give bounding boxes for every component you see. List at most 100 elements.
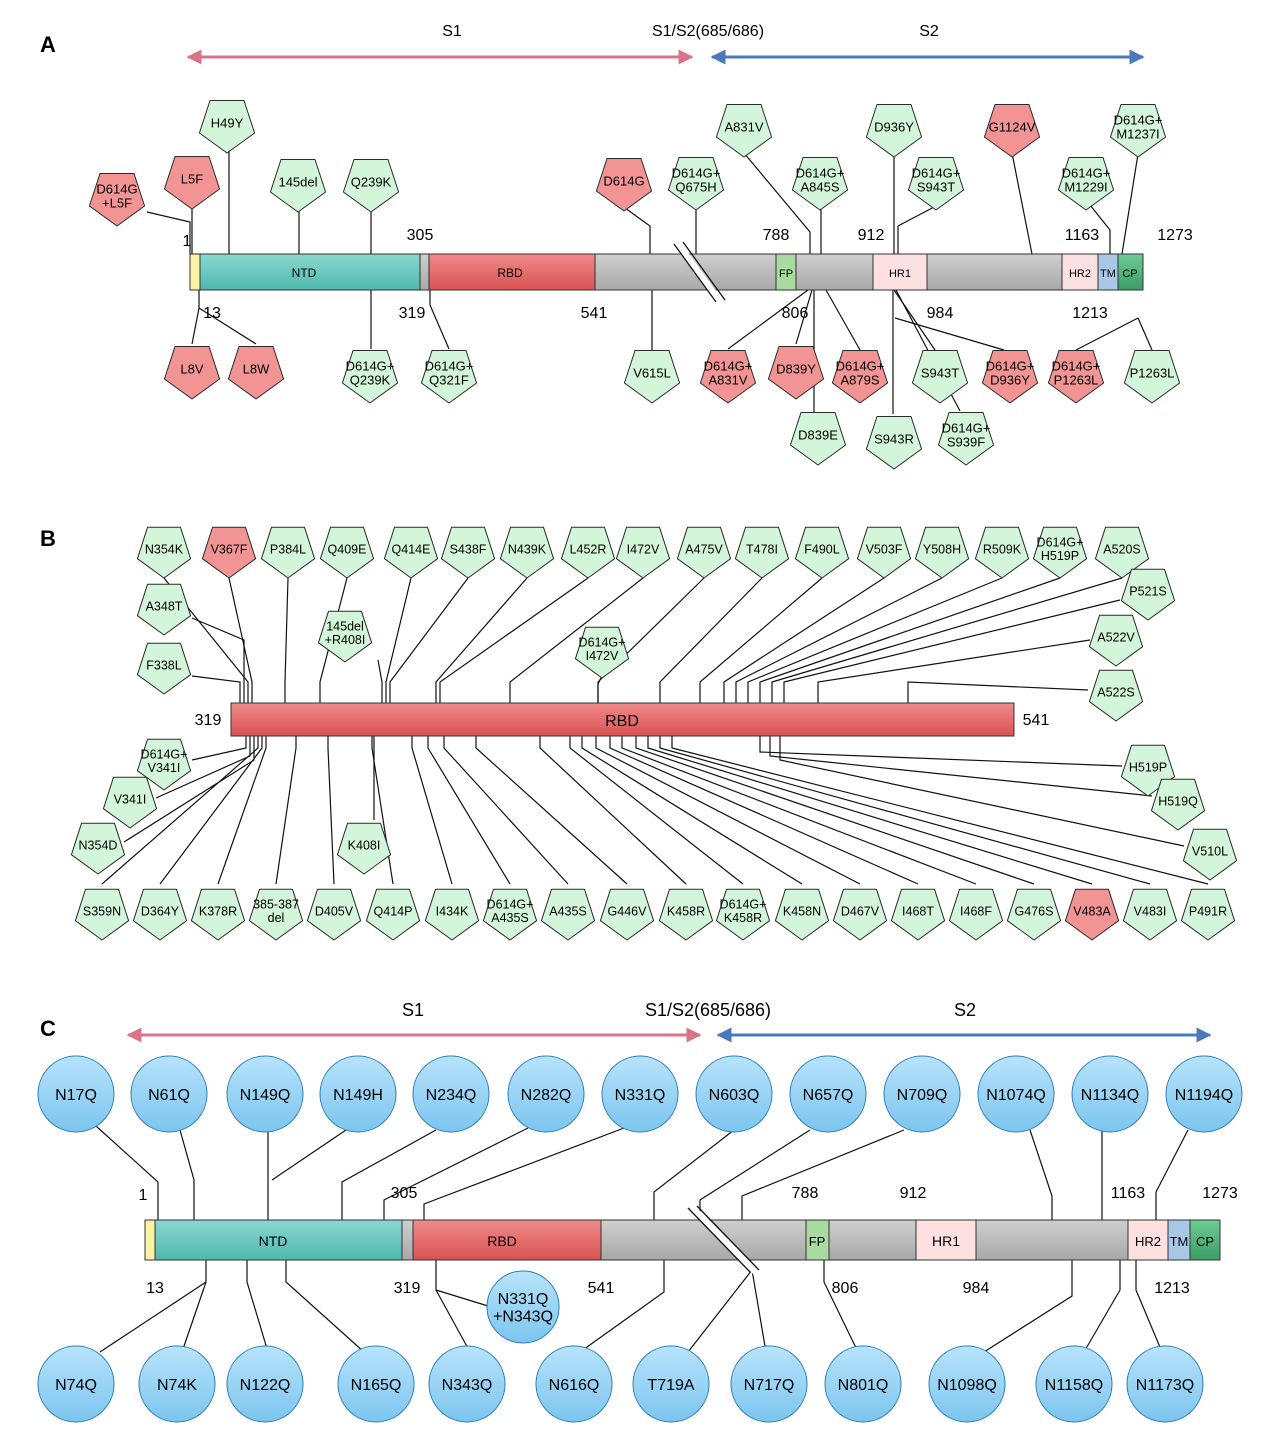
- mutant-label: G446V: [608, 904, 648, 918]
- mutant-label: G476S: [1015, 904, 1054, 918]
- connector-line: [327, 736, 335, 885]
- glycosite-circle: [535, 1345, 613, 1423]
- pos-319: 319: [399, 305, 426, 322]
- pos-319: 319: [394, 1280, 421, 1297]
- pentagon-marker: [667, 157, 725, 211]
- pentagon-marker: [832, 888, 888, 941]
- glycosite-n331q-n343q: N331Q+N343Q: [486, 1270, 560, 1344]
- mutant-label: I472V: [627, 542, 660, 556]
- glycosite-n1173q: N1173Q: [1126, 1345, 1204, 1423]
- glycosite-label: N331Q: [615, 1087, 666, 1104]
- pos-13: 13: [146, 1280, 164, 1297]
- glycosite-n603q: N603Q: [695, 1055, 773, 1133]
- connector-line: [659, 577, 763, 703]
- mutant-label: S438F: [450, 542, 487, 556]
- connector-line: [1121, 153, 1139, 255]
- connector-line: [1083, 1260, 1121, 1353]
- mutant-i472v: I472V: [615, 526, 671, 579]
- mutant-k458n: K458N: [774, 888, 830, 941]
- mutant-r509k: R509K: [974, 526, 1030, 579]
- glycosite-n74q: N74Q: [37, 1345, 115, 1423]
- glycosite-label: N165Q: [351, 1377, 402, 1394]
- pos-1: 1: [183, 233, 192, 250]
- glycosite-circle: [789, 1055, 867, 1133]
- break-mark: [687, 1203, 760, 1275]
- mutant-k408i: K408I: [336, 822, 392, 875]
- glycosite-circle: [428, 1345, 506, 1423]
- mutant-a520s: A520S: [1094, 526, 1150, 579]
- pentagon-marker: [767, 346, 825, 400]
- glycosite-circle: [632, 1345, 710, 1423]
- glycosite-label: N74Q: [55, 1377, 97, 1394]
- glycosite-circle: [1126, 1345, 1204, 1423]
- mutant-label: T478I: [746, 542, 778, 556]
- connector-line: [823, 1260, 859, 1353]
- cp-domain: [1189, 1219, 1221, 1261]
- mutant-d364y: D364Y: [132, 888, 188, 941]
- mutant-label: R509K: [983, 542, 1022, 556]
- pentagon-marker: [365, 888, 421, 941]
- pos-1213: 1213: [1154, 1280, 1190, 1297]
- pentagon-marker: [424, 888, 480, 941]
- connector-line: [285, 1260, 365, 1353]
- pos-13: 13: [203, 305, 221, 322]
- pentagon-marker: [1094, 526, 1150, 579]
- mutant-h519q: H519Q: [1150, 778, 1206, 831]
- glycosite-label: N282Q: [521, 1087, 572, 1104]
- connector-line: [907, 681, 1089, 703]
- connector-line: [727, 289, 809, 350]
- connector-line: [1089, 204, 1111, 254]
- mutant-a348t: A348T: [136, 583, 192, 636]
- glycosite-label: N1173Q: [1136, 1377, 1194, 1394]
- pos-806: 806: [782, 305, 809, 322]
- pos-1163: 1163: [1065, 227, 1100, 244]
- pentagon-marker: [948, 888, 1004, 941]
- pentagon-marker: [983, 104, 1041, 158]
- panel-b-label: B: [40, 526, 56, 551]
- pentagon-marker: [136, 526, 192, 579]
- pentagon-marker: [190, 888, 246, 941]
- pos-788: 788: [763, 227, 790, 244]
- connector-line: [699, 577, 823, 703]
- connector-line: [1137, 317, 1153, 351]
- pentagon-marker: [1122, 888, 1178, 941]
- glycosite-label: N657Q: [803, 1087, 854, 1104]
- mutant-a522v: A522V: [1088, 614, 1144, 667]
- mutant-label: 145del: [278, 175, 317, 190]
- mutant-i468f: I468F: [948, 888, 1004, 941]
- mutant-d467v: D467V: [832, 888, 888, 941]
- glycosite-n1098q: N1098Q: [928, 1345, 1006, 1423]
- mutant-d936y: D936Y: [865, 104, 923, 158]
- pos-912: 912: [900, 1185, 927, 1202]
- mutant-label: D614G+L5F: [96, 182, 137, 211]
- mutant-label: D614G+Q239K: [346, 359, 395, 388]
- connector-line: [435, 1289, 471, 1353]
- mutant-k378r: K378R: [190, 888, 246, 941]
- mutant-label: D614G+V341I: [141, 748, 188, 776]
- mutant-d614g-s939f: D614G+S939F: [937, 412, 995, 466]
- mutant-label: D467V: [841, 904, 880, 918]
- mutant-d614g-a879s: D614G+A879S: [831, 350, 889, 404]
- mutant-label: Q414E: [392, 542, 431, 556]
- pentagon-marker: [540, 888, 596, 941]
- connector-line: [747, 577, 1003, 703]
- mutant-label: D614G: [603, 174, 644, 189]
- mutant-d614g-i472v: D614G+I472V: [574, 626, 630, 679]
- mutant-label: D614G+K458R: [720, 898, 767, 926]
- pos-1273: 1273: [1202, 1185, 1238, 1202]
- s2-gray-segment: [795, 253, 874, 291]
- mutant-label: F338L: [146, 658, 181, 672]
- pentagon-marker: [1150, 778, 1206, 831]
- mutant-v483i: V483I: [1122, 888, 1178, 941]
- glycosite-circle: [486, 1270, 560, 1344]
- spike-bar: [189, 253, 1144, 291]
- mutant-p1263l: P1263L: [1123, 350, 1181, 404]
- pentagon-marker: [907, 157, 965, 211]
- pentagon-marker: [791, 157, 849, 211]
- connector-line: [95, 1125, 159, 1220]
- mutant-v503f: V503F: [856, 526, 912, 579]
- break-mark: [673, 239, 726, 305]
- glycosite-circle: [319, 1055, 397, 1133]
- mutant-label: P521S: [1129, 584, 1167, 598]
- pentagon-marker: [88, 173, 146, 227]
